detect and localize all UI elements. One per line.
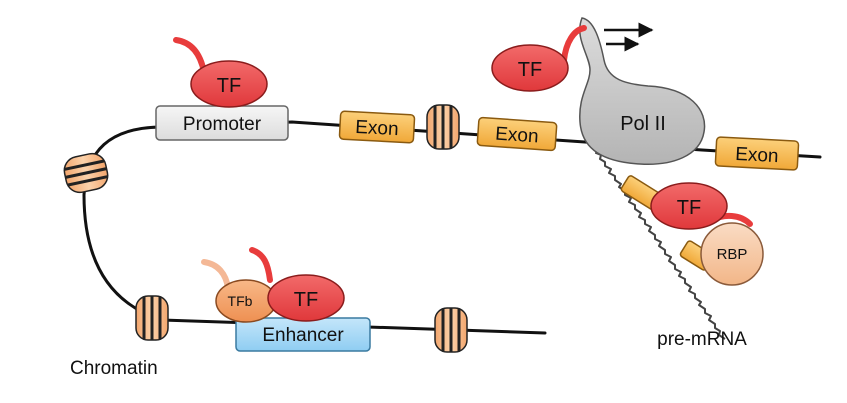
exon-1-label: Exon bbox=[355, 117, 399, 140]
premrna-strand bbox=[593, 145, 726, 340]
exon-1: Exon bbox=[338, 110, 416, 144]
premrna-label: pre-mRNA bbox=[657, 329, 747, 350]
dna-strand bbox=[82, 120, 822, 335]
exon-2: Exon bbox=[476, 116, 558, 152]
promoter-label: Promoter bbox=[183, 114, 262, 135]
rbp-label: RBP bbox=[717, 246, 748, 263]
chromatin-label: Chromatin bbox=[70, 358, 158, 379]
tf-floating: TF bbox=[491, 25, 587, 92]
tf-enhancer-label: TF bbox=[294, 289, 318, 311]
tf-rna: TF bbox=[650, 182, 753, 230]
pol-ii: Pol II bbox=[579, 17, 706, 165]
exon-3-label: Exon bbox=[735, 144, 779, 167]
tf-enhancer: TF bbox=[249, 247, 345, 322]
nucleosome-bottom-right bbox=[434, 307, 468, 353]
exon-2-label: Exon bbox=[495, 124, 540, 148]
enhancer-label: Enhancer bbox=[262, 325, 344, 346]
pol-ii-label: Pol II bbox=[620, 113, 666, 135]
tf-floating-tail bbox=[561, 25, 587, 63]
nucleosome-bottom-left bbox=[135, 295, 169, 341]
tf-promoter-tail bbox=[173, 37, 207, 75]
tfb: TFb bbox=[201, 259, 277, 323]
rbp: RBP bbox=[700, 222, 764, 286]
tf-floating-label: TF bbox=[518, 59, 542, 81]
exon-3: Exon bbox=[714, 136, 800, 171]
enhancer-box: Enhancer bbox=[235, 317, 371, 352]
tf-rna-label: TF bbox=[677, 197, 701, 219]
tfb-tail bbox=[201, 259, 231, 291]
tf-promoter: TF bbox=[173, 37, 268, 108]
nucleosome-top bbox=[426, 104, 460, 150]
tf-enhancer-tail bbox=[249, 247, 273, 283]
tfb-label: TFb bbox=[228, 293, 253, 309]
promoter-box: Promoter bbox=[155, 105, 289, 141]
nucleosome-left bbox=[63, 152, 109, 194]
tf-promoter-label: TF bbox=[217, 75, 241, 97]
